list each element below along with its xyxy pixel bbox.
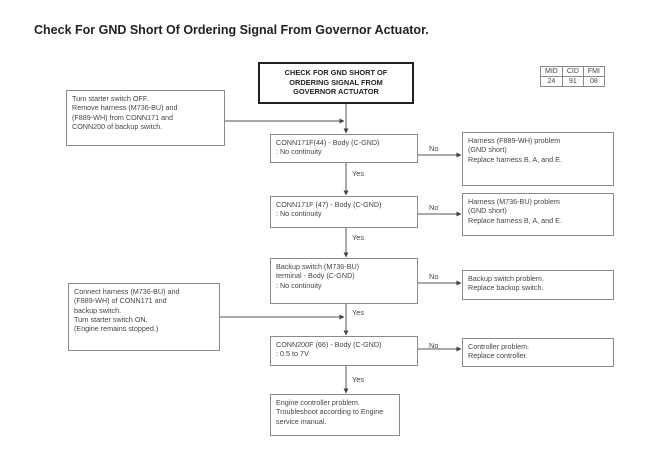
check-line: : No continuity	[276, 209, 322, 219]
note-line: backup switch.	[74, 305, 122, 315]
no-label: No	[429, 144, 439, 153]
result-box-4: Controller problem. Replace controller.	[462, 338, 614, 367]
code-table: MID CID FMI 24 91 08	[540, 66, 605, 87]
code-table-value-row: 24 91 08	[540, 76, 605, 87]
result-line: Replace controller.	[468, 351, 528, 361]
note-line: (F889-WH) of CONN171 and	[74, 296, 167, 306]
yes-label: Yes	[352, 308, 365, 317]
check-box-3: Backup switch (M736-BU) terminal - Body …	[270, 258, 418, 304]
check-line: : 0.5 to 7V	[276, 349, 309, 359]
result-line: (GND short)	[468, 206, 507, 216]
check-box-2: CONN171F (47) - Body (C-GND) : No contin…	[270, 196, 418, 228]
note-box-starter-on: Connect harness (M736-BU) and (F889-WH) …	[68, 283, 220, 351]
flowchart-header-box: CHECK FOR GND SHORT OF ORDERING SIGNAL F…	[258, 62, 414, 104]
check-line: : No continuity	[276, 147, 322, 157]
yes-label: Yes	[352, 375, 365, 384]
check-line: CONN171F(44) - Body (C-GND)	[276, 138, 380, 147]
result-line: Backup switch problem.	[468, 274, 544, 283]
final-line: service manual.	[276, 416, 327, 426]
note-line: Turn starter switch ON.	[74, 315, 148, 325]
note-box-starter-off: Turn starter switch OFF. Remove harness …	[66, 90, 225, 146]
final-line: Engine controller problem.	[276, 398, 360, 407]
page-title: Check For GND Short Of Ordering Signal F…	[34, 23, 429, 37]
result-line: Controller problem.	[468, 342, 530, 351]
final-line: Troubleshoot according to Engine	[276, 407, 384, 417]
check-line: CONN200F (66) - Body (C-GND)	[276, 340, 382, 349]
result-line: (GND short)	[468, 145, 507, 155]
check-line: : No continuity	[276, 280, 322, 290]
note-line: (F889-WH) from CONN171 and	[72, 112, 174, 122]
header-line: GOVERNOR ACTUATOR	[293, 87, 379, 97]
result-box-1: Harness (F889-WH) problem (GND short) Re…	[462, 132, 614, 186]
no-label: No	[429, 272, 439, 281]
result-line: Replace harness B, A, and E.	[468, 154, 562, 164]
header-line: CHECK FOR GND SHORT OF	[284, 68, 388, 77]
check-line: Backup switch (M736-BU)	[276, 262, 360, 271]
result-box-3: Backup switch problem. Replace backup sw…	[462, 270, 614, 300]
note-line: Turn starter switch OFF.	[72, 94, 149, 103]
yes-label: Yes	[352, 233, 365, 242]
yes-label: Yes	[352, 169, 365, 178]
check-line: CONN171F (47) - Body (C-GND)	[276, 200, 382, 209]
final-box: Engine controller problem. Troubleshoot …	[270, 394, 400, 436]
result-line: Harness (F889-WH) problem	[468, 136, 561, 145]
check-box-1: CONN171F(44) - Body (C-GND) : No continu…	[270, 134, 418, 163]
header-line: ORDERING SIGNAL FROM	[289, 77, 383, 87]
result-box-2: Harness (M736-BU) problem (GND short) Re…	[462, 193, 614, 236]
note-line: CONN200 of backup switch.	[72, 122, 163, 132]
note-line: Remove harness (M736-BU) and	[72, 103, 178, 113]
no-label: No	[429, 341, 439, 350]
note-line: Connect harness (M736-BU) and	[74, 287, 180, 296]
note-line: (Engine remains stopped.)	[74, 324, 159, 334]
result-line: Harness (M736-BU) problem	[468, 197, 560, 206]
check-box-4: CONN200F (66) - Body (C-GND) : 0.5 to 7V	[270, 336, 418, 366]
no-label: No	[429, 203, 439, 212]
result-line: Replace harness B, A, and E.	[468, 215, 562, 225]
code-value-fmi: 08	[582, 76, 605, 87]
check-line: terminal - Body (C-GND)	[276, 271, 355, 281]
result-line: Replace backup switch.	[468, 283, 544, 293]
